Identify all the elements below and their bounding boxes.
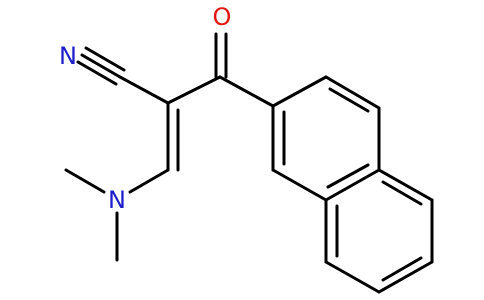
- bond-ring-a-2: [324, 75, 381, 110]
- bond-nitrile-triple-1: [80, 53, 122, 79]
- bond-ring-b-1: [377, 168, 434, 202]
- bond-ring-a-inner-1: [328, 87, 370, 113]
- carbonyl-group: O: [166, 3, 232, 105]
- bond-alpha-to-carbonyl: [166, 75, 222, 105]
- bond-ring-a-5: [271, 168, 328, 202]
- bond-ring-a-4: [324, 168, 381, 202]
- bond-ring-b-4: [324, 260, 381, 294]
- bond-nitrile-c-to-alpha: [118, 75, 170, 105]
- bond-ring-b-3: [377, 260, 434, 294]
- atom-label-carbonyl-o: O: [213, 3, 232, 31]
- bond-ring-a-1: [271, 75, 328, 108]
- bond-ring-b-inner-2: [381, 256, 423, 282]
- bond-vinyl-to-n: [128, 168, 170, 194]
- bond-ring-a-inner-3: [326, 163, 370, 189]
- bond-carbonyl-to-naphthyl: [218, 75, 275, 108]
- atom-label-amine-n: N: [108, 186, 126, 214]
- atom-label-nitrile-n: N: [59, 42, 77, 70]
- naphthalene-ring-a: [271, 75, 381, 202]
- bond-nitrile-triple-2: [76, 60, 118, 86]
- nitrile-group: N: [59, 42, 170, 105]
- enamine-group: N: [64, 101, 180, 262]
- bond-nitrile-triple-3: [84, 46, 126, 72]
- bond-n-methyl-left: [64, 168, 106, 194]
- naphthalene-ring-b: [324, 168, 434, 294]
- bond-ring-b-inner-1: [381, 180, 423, 206]
